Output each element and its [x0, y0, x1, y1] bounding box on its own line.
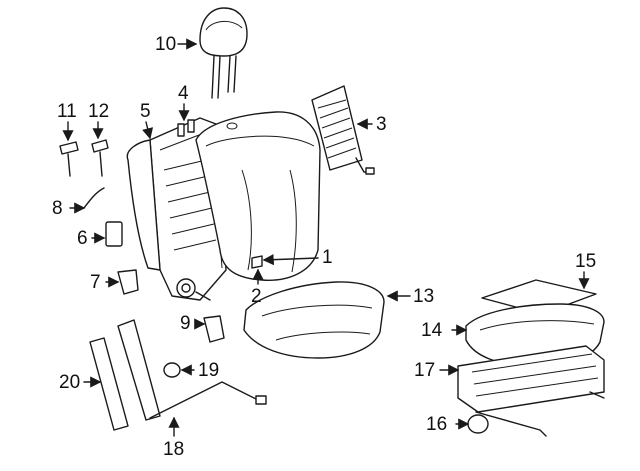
callout-17: 17 [414, 360, 436, 381]
callout-11: 11 [57, 101, 77, 122]
callout-8: 8 [52, 198, 63, 219]
adjuster-knob [467, 414, 489, 434]
callout-2: 2 [251, 286, 262, 307]
back-heater-pad [311, 85, 375, 175]
switch-module [105, 221, 123, 247]
callout-1: 1 [322, 247, 333, 268]
seat-back-cushion [195, 111, 321, 281]
callout-7: 7 [90, 272, 101, 293]
trim-clip [251, 255, 263, 269]
mounting-bracket [117, 269, 139, 295]
recliner-knob [163, 362, 181, 378]
callout-13: 13 [413, 286, 435, 307]
callout-18: 18 [163, 439, 185, 460]
seat-cushion [243, 281, 385, 359]
callout-5: 5 [140, 101, 151, 122]
leader-lines [62, 38, 590, 437]
callout-12: 12 [88, 101, 110, 122]
callout-9: 9 [180, 313, 191, 334]
callout-15: 15 [575, 251, 597, 272]
callout-19: 19 [198, 360, 220, 381]
callout-3: 3 [376, 114, 387, 135]
bolts [59, 139, 109, 177]
callout-14: 14 [421, 320, 443, 341]
callout-16: 16 [426, 414, 448, 435]
side-trim-panels [89, 319, 267, 431]
callout-6: 6 [77, 228, 88, 249]
release-cable [83, 187, 105, 209]
side-bracket [203, 315, 225, 343]
callout-20: 20 [59, 372, 81, 393]
callout-10: 10 [155, 34, 177, 55]
seat-track-frame [457, 345, 605, 437]
callout-4: 4 [178, 83, 189, 104]
headrest [199, 7, 248, 99]
